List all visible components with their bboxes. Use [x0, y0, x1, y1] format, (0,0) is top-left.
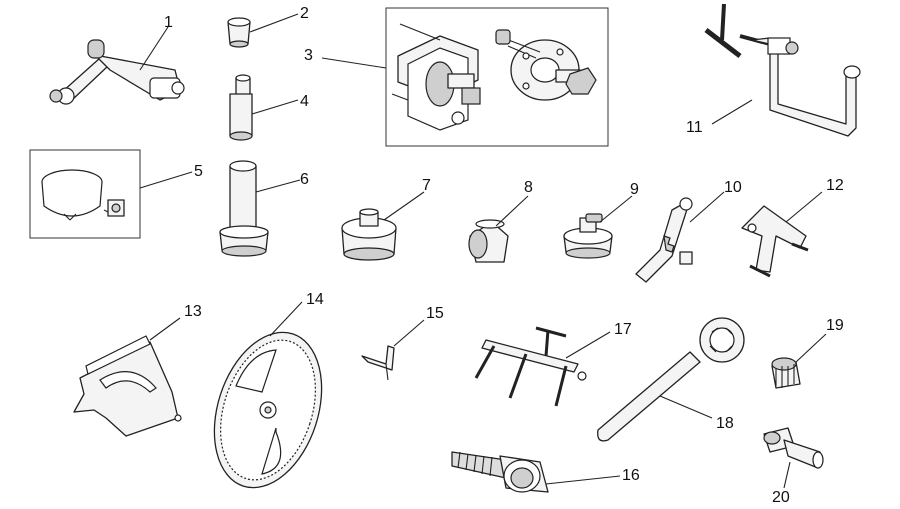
callout-6: 6	[300, 171, 309, 188]
callout-9: 9	[630, 181, 639, 198]
part-15-l-bracket	[361, 345, 395, 381]
callout-12: 12	[826, 177, 844, 194]
leader-18	[659, 395, 713, 419]
part-7-bell	[341, 208, 397, 261]
leader-15	[393, 319, 425, 347]
leader-2	[249, 13, 299, 33]
callout-19: 19	[826, 317, 844, 334]
callout-10: 10	[724, 179, 742, 196]
leader-10	[689, 191, 725, 223]
leader-11	[711, 99, 753, 125]
callout-13: 13	[184, 303, 202, 320]
callout-2: 2	[300, 5, 309, 22]
leader-5	[139, 171, 193, 189]
part-16-knurled-tool	[451, 451, 549, 493]
part-12-fork-holder	[741, 205, 809, 278]
part-10-toothed-lever	[635, 197, 693, 283]
callout-15: 15	[426, 305, 444, 322]
leader-20	[783, 461, 791, 489]
part-20-slotted-drift	[763, 427, 824, 469]
leader-12	[785, 191, 823, 223]
part-2-cap	[227, 17, 251, 48]
part-17-pin-puller	[474, 326, 587, 407]
part-13-plate	[73, 335, 182, 437]
part-3-puller	[391, 23, 597, 131]
callout-16: 16	[622, 467, 640, 484]
callout-11: 11	[686, 119, 703, 136]
callout-3: 3	[304, 47, 313, 64]
callout-1: 1	[164, 14, 173, 31]
callout-8: 8	[524, 179, 533, 196]
leader-8	[495, 195, 529, 227]
callout-17: 17	[614, 321, 632, 338]
part-3-frame	[385, 7, 609, 147]
leader-13	[149, 317, 181, 341]
leader-9	[599, 195, 633, 223]
callout-14: 14	[306, 291, 324, 308]
leader-17	[565, 331, 611, 359]
part-8-cup	[468, 219, 509, 263]
part-5-frame	[29, 149, 141, 239]
callout-7: 7	[422, 177, 431, 194]
leader-6	[255, 179, 301, 193]
leader-16	[545, 475, 621, 485]
callout-5: 5	[194, 163, 203, 180]
leader-14	[269, 301, 303, 337]
part-4-pin	[229, 74, 253, 141]
callout-20: 20	[772, 489, 790, 506]
leader-3	[321, 57, 387, 69]
part-6-bush	[219, 160, 269, 257]
leader-1	[139, 26, 169, 71]
callout-18: 18	[716, 415, 734, 432]
part-18-spanner	[597, 317, 745, 442]
leader-7	[383, 191, 425, 221]
part-19-spline-gear	[771, 357, 801, 389]
part-5-clamp-band	[41, 169, 125, 221]
leader-19	[795, 333, 827, 363]
leader-4	[251, 99, 299, 115]
part-14-degree-wheel	[213, 331, 323, 489]
part-1-lever-tool	[49, 39, 185, 105]
callout-4: 4	[300, 93, 309, 110]
part-9-adapter	[563, 213, 613, 259]
part-11-c-press	[704, 3, 861, 137]
